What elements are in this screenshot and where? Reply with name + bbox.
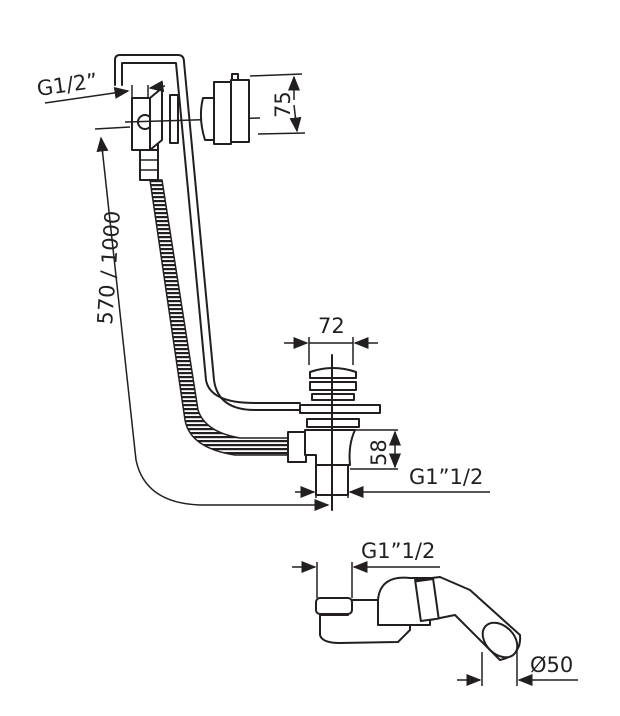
dimension-overflow-height: 75 bbox=[249, 73, 306, 135]
flexible-hose bbox=[149, 179, 307, 463]
trap-thread-label: G1”1/2 bbox=[361, 539, 435, 563]
drain-diameter-label: 72 bbox=[318, 314, 345, 338]
dimension-trap-thread: G1”1/2 bbox=[292, 539, 440, 598]
overflow-height-label: 75 bbox=[271, 91, 295, 118]
dimension-drain-thread: G1”1/2 bbox=[295, 465, 490, 498]
drain-thread-label: G1”1/2 bbox=[409, 465, 483, 489]
outlet-diameter-label: Ø50 bbox=[530, 653, 573, 677]
dimension-drain-diameter: 72 bbox=[284, 314, 378, 365]
overflow-valve bbox=[124, 73, 261, 181]
dimension-drain-height: 58 bbox=[350, 429, 401, 470]
overflow-pipe bbox=[114, 54, 301, 411]
drain-assembly bbox=[299, 354, 381, 511]
drain-height-label: 58 bbox=[367, 439, 391, 466]
dimension-outlet-diameter: Ø50 bbox=[457, 648, 578, 686]
bath-trap bbox=[315, 576, 522, 661]
